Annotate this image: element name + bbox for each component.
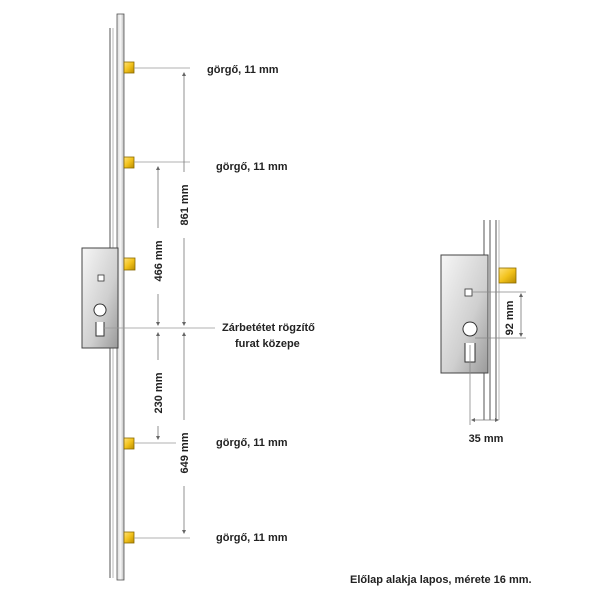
side-dim-label-92: 92 mm [504, 300, 516, 335]
roller-label-1: görgő, 11 mm [207, 64, 279, 76]
roller-4 [123, 531, 135, 544]
roller-label-4: görgő, 11 mm [216, 532, 288, 544]
dim-label-466: 466 mm [153, 240, 165, 281]
footnote: Előlap alakja lapos, mérete 16 mm. [350, 574, 532, 586]
center-label-line1: Zárbetétet rögzítő [222, 322, 315, 334]
side-dim-label-35: 35 mm [469, 433, 504, 445]
roller-3 [123, 437, 135, 450]
deadbolt [123, 257, 136, 271]
roller-label-3: görgő, 11 mm [216, 437, 288, 449]
dim-label-649: 649 mm [179, 432, 191, 473]
side-detail: 92 mm 35 mm [440, 220, 526, 445]
lock-square-hole [97, 274, 105, 282]
dim-label-230: 230 mm [153, 372, 165, 413]
roller-label-2: görgő, 11 mm [216, 161, 288, 173]
side-square-hole [464, 288, 473, 297]
side-deadbolt [498, 267, 517, 284]
cylinder-hole-icon [93, 303, 107, 337]
main-lock: 861 mm 466 mm 230 mm 649 mm görgő, 11 mm… [81, 13, 315, 581]
roller-2 [123, 156, 135, 169]
center-label-line2: furat közepe [235, 338, 300, 350]
dim-label-861: 861 mm [179, 184, 191, 225]
roller-1 [123, 61, 135, 74]
